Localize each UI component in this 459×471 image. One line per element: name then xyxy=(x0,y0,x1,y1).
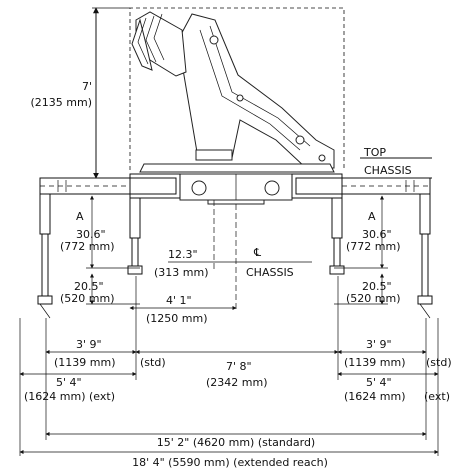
centerline-chassis-label: CHASSIS xyxy=(246,266,294,279)
left-std-ft: 3' 9" xyxy=(76,338,102,351)
label-a-left: A xyxy=(76,210,84,223)
center-offset-mm: (313 mm) xyxy=(154,266,209,279)
right-stroke-mm: (772 mm) xyxy=(346,240,401,253)
chassis-label: CHASSIS xyxy=(364,164,412,177)
height-ft: 7' xyxy=(82,80,92,93)
left-std-tag: (std) xyxy=(140,356,166,369)
right-std-tag: (std) xyxy=(426,356,452,369)
right-ext-ft: 5' 4" xyxy=(366,376,392,389)
outrigger-beam xyxy=(39,173,431,199)
crane-illustration xyxy=(129,7,345,205)
center-offset-in: 12.3" xyxy=(168,248,198,261)
right-stroke-in: 30.6" xyxy=(362,228,392,241)
right-lift-in: 20.5" xyxy=(362,280,392,293)
right-ext-mm: (1624 mm) xyxy=(344,390,406,403)
overall-standard: 15' 2" (4620 mm) (standard) xyxy=(157,436,315,449)
top-label: TOP xyxy=(363,146,386,159)
right-std-mm: (1139 mm) xyxy=(344,356,406,369)
centerline-symbol: ℄ xyxy=(253,246,261,259)
overall-extended: 18' 4" (5590 mm) (extended reach) xyxy=(132,456,328,469)
right-ext-tag: (ext) xyxy=(424,390,450,403)
left-lift-mm: (520 mm) xyxy=(60,292,115,305)
left-ext-ft: 5' 4" xyxy=(56,376,82,389)
middle-ft: 7' 8" xyxy=(226,360,252,373)
middle-mm: (2342 mm) xyxy=(206,376,268,389)
left-stroke-in: 30.6" xyxy=(76,228,106,241)
left-stroke-mm: (772 mm) xyxy=(60,240,115,253)
right-lift-mm: (520 mm) xyxy=(346,292,401,305)
left-lift-in: 20.5" xyxy=(74,280,104,293)
outrigger-legs xyxy=(37,193,433,319)
center-dist-mm: (1250 mm) xyxy=(146,312,208,325)
left-ext-mm: (1624 mm) (ext) xyxy=(24,390,115,403)
height-mm: (2135 mm) xyxy=(30,96,92,109)
left-std-mm: (1139 mm) xyxy=(54,356,116,369)
right-std-ft: 3' 9" xyxy=(366,338,392,351)
label-a-right: A xyxy=(368,210,376,223)
center-dist-ft: 4' 1" xyxy=(166,294,192,307)
